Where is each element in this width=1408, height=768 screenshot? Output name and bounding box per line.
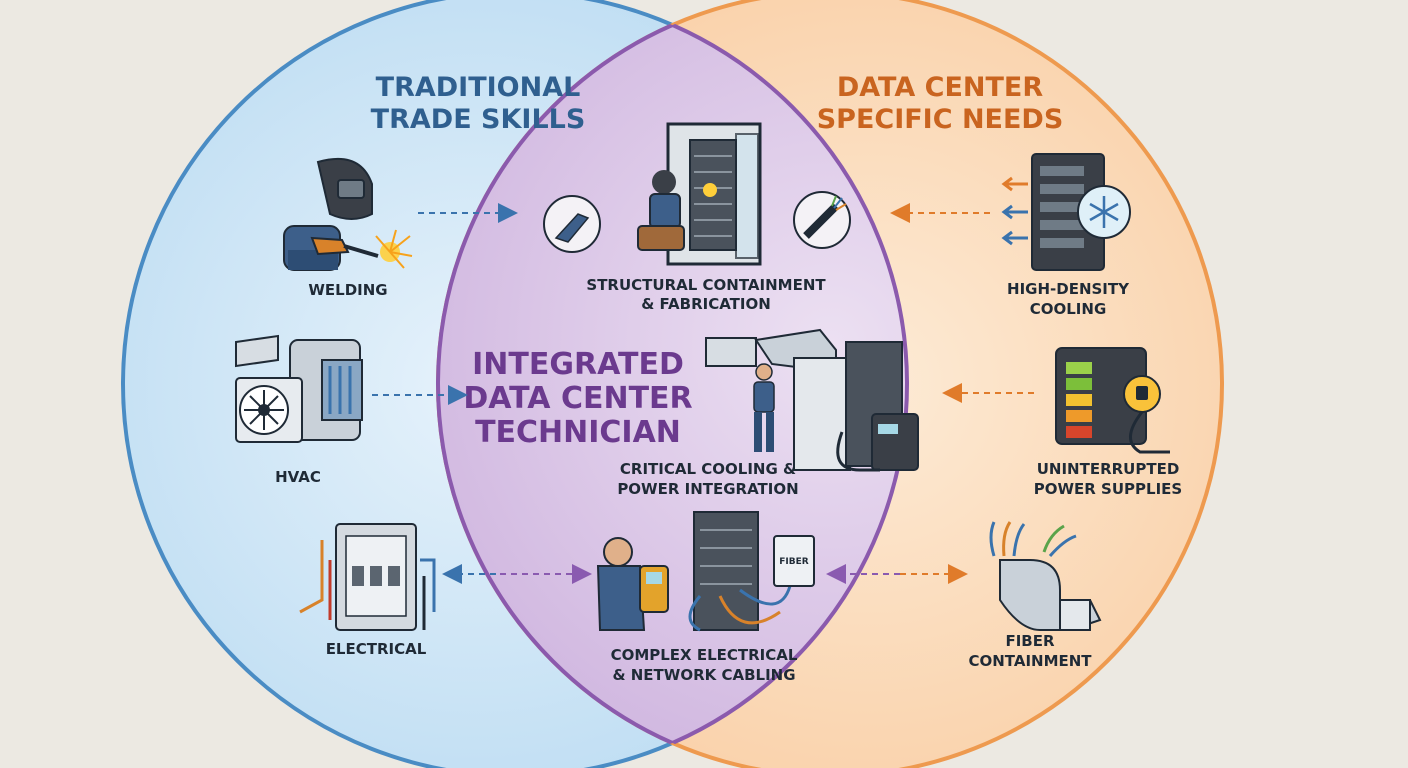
fiber-label-line-1: FIBER	[1005, 632, 1055, 650]
network-cabling-icon: FIBER	[596, 511, 815, 632]
fiber-label-line-2: CONTAINMENT	[968, 652, 1092, 670]
hvac-label: HVAC	[275, 468, 321, 486]
cooling-power-label-line-2: POWER INTEGRATION	[617, 480, 798, 498]
right-title-line-1: DATA CENTER	[837, 72, 1044, 103]
high-density-label-line-1: HIGH-DENSITY	[1007, 280, 1130, 298]
electrical-label: ELECTRICAL	[326, 640, 427, 658]
cooling-power-icon	[705, 328, 919, 472]
ups-label-line-2: POWER SUPPLIES	[1034, 480, 1182, 498]
cabling-label-line-1: COMPLEX ELECTRICAL	[611, 646, 798, 664]
right-title-line-2: SPECIFIC NEEDS	[817, 104, 1064, 135]
ups-label-line-1: UNINTERRUPTED	[1037, 460, 1180, 478]
center-title-line-1: INTEGRATED	[472, 347, 684, 382]
welding-label: WELDING	[308, 281, 387, 299]
fiber-box-label: FIBER	[779, 557, 809, 567]
high-density-label-line-2: COOLING	[1030, 300, 1107, 318]
structural-label-line-1: STRUCTURAL CONTAINMENT	[586, 276, 826, 294]
structural-label-line-2: & FABRICATION	[641, 295, 771, 313]
fiber-cable-icon	[989, 521, 1102, 631]
server-cooling-icon	[1001, 153, 1131, 271]
ups-battery-icon	[1055, 347, 1170, 454]
left-title-line-2: TRADE SKILLS	[371, 104, 586, 135]
electrical-panel-icon	[299, 523, 436, 631]
rack-fabrication-icon	[543, 122, 851, 266]
cabling-label-line-2: & NETWORK CABLING	[612, 666, 795, 684]
hvac-unit-icon	[235, 334, 363, 443]
left-title-line-1: TRADITIONAL	[376, 72, 581, 103]
center-title-line-2: DATA CENTER	[463, 381, 692, 416]
cooling-power-label-line-1: CRITICAL COOLING &	[620, 460, 796, 478]
center-title-line-3: TECHNICIAN	[475, 415, 681, 450]
welder-icon	[283, 157, 413, 271]
